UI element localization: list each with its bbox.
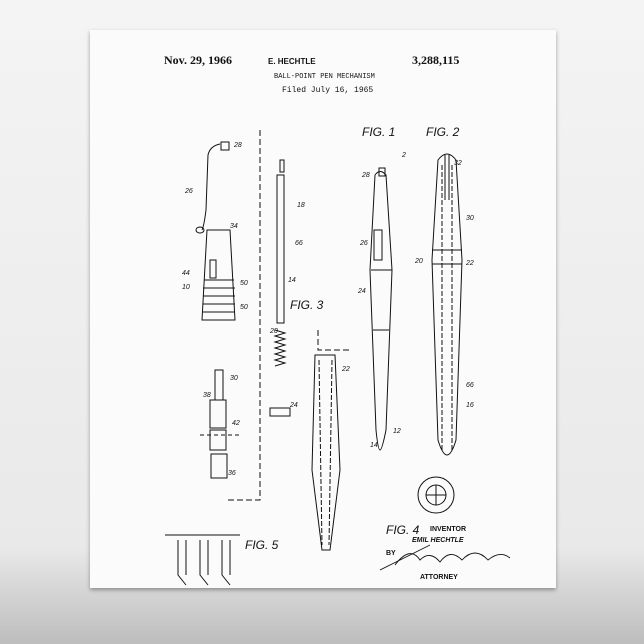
callout: 28 xyxy=(234,142,242,149)
refill-part xyxy=(225,130,291,501)
fig2-label: FIG. 2 xyxy=(426,125,460,139)
fig3-label: FIG. 3 xyxy=(290,298,324,312)
cross-section-fig4 xyxy=(417,476,455,514)
inventor-label: INVENTOR xyxy=(430,526,467,533)
callout: 10 xyxy=(182,284,190,291)
callout: 34 xyxy=(230,223,238,230)
pen-assembled-fig1 xyxy=(369,167,393,451)
plunger-part xyxy=(209,369,228,479)
callout: 66 xyxy=(466,382,474,389)
callout: 26 xyxy=(185,188,193,195)
clip-part xyxy=(195,141,230,234)
callout: 18 xyxy=(297,202,305,209)
callout: 24 xyxy=(358,288,366,295)
attorney-label: ATTORNEY xyxy=(420,574,458,581)
filed-date: Filed July 16, 1965 xyxy=(282,86,374,95)
inventor-header: E. HECHTLE xyxy=(268,57,316,66)
cap-part xyxy=(201,229,236,321)
callout: 28 xyxy=(362,172,370,179)
callout: 12 xyxy=(393,428,401,435)
patent-poster: Nov. 29, 1966 E. HECHTLE 3,288,115 BALL-… xyxy=(90,30,556,588)
fig1-label: FIG. 1 xyxy=(362,125,396,139)
callout: 2 xyxy=(402,152,406,159)
callout: 44 xyxy=(182,270,190,277)
callout: 16 xyxy=(466,402,474,409)
callout: 50 xyxy=(240,280,248,287)
callout: 38 xyxy=(203,392,211,399)
callout: 20 xyxy=(415,258,423,265)
patent-date: Nov. 29, 1966 xyxy=(164,53,233,67)
callout: 42 xyxy=(232,420,240,427)
fig4-label: FIG. 4 xyxy=(386,523,420,537)
callout: 30 xyxy=(230,375,238,382)
callout: 24 xyxy=(290,402,298,409)
callout: 32 xyxy=(454,160,462,167)
callout: 22 xyxy=(342,366,350,373)
callout: 26 xyxy=(360,240,368,247)
callout: 20 xyxy=(270,328,278,335)
callout: 22 xyxy=(466,260,474,267)
callout: 36 xyxy=(228,470,236,477)
callout: 66 xyxy=(295,240,303,247)
pen-barrel-lower xyxy=(311,330,352,551)
callout: 14 xyxy=(288,277,296,284)
patent-drawing xyxy=(165,130,511,586)
callout: 50 xyxy=(240,304,248,311)
patent-title: BALL-POINT PEN MECHANISM xyxy=(274,73,375,81)
detail-fig5 xyxy=(165,534,240,586)
by-label: BY xyxy=(386,550,396,557)
fig5-label: FIG. 5 xyxy=(245,538,279,552)
callout: 30 xyxy=(466,215,474,222)
callout: 14 xyxy=(370,442,378,449)
signature xyxy=(394,552,511,566)
patent-number: 3,288,115 xyxy=(412,53,460,67)
inventor-name: EMIL HECHTLE xyxy=(412,537,464,544)
pen-section-fig2 xyxy=(431,153,463,456)
